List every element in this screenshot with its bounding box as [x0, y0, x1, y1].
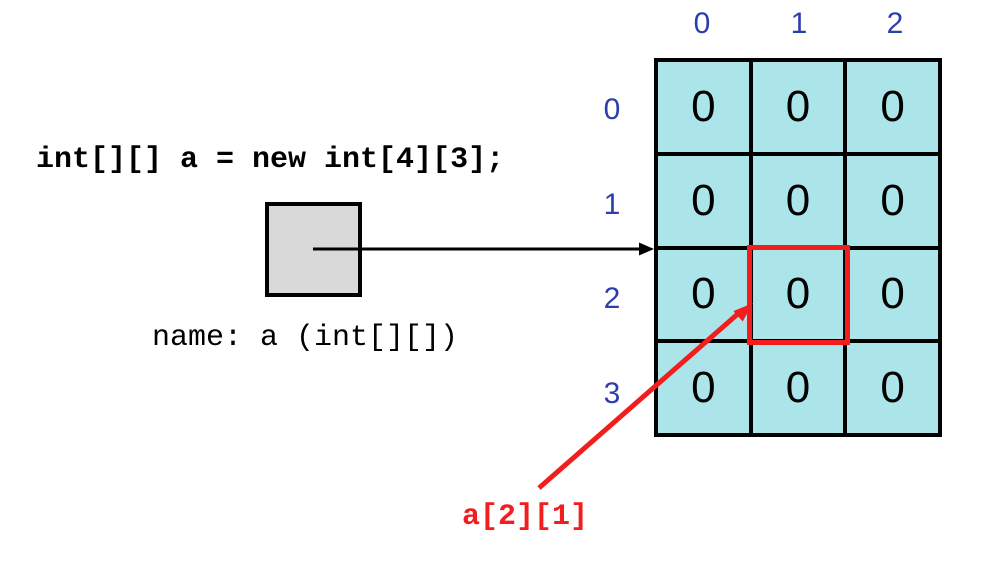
- row-index-label: 2: [603, 282, 621, 315]
- grid-cell-1-2: 0: [845, 153, 940, 248]
- declaration-code: int[][] a = new int[4][3];: [36, 143, 505, 177]
- row-index-label: 1: [603, 188, 621, 221]
- highlighted-cell-label: a[2][1]: [462, 500, 589, 534]
- reference-name-label: name: a (int[][]): [152, 321, 459, 355]
- grid-cell-2-2: 0: [845, 247, 940, 342]
- grid-cell-0-0: 0: [656, 60, 751, 154]
- reference-variable-box: [265, 202, 362, 297]
- row-index-label: 3: [603, 377, 621, 410]
- grid-cell-3-1: 0: [750, 341, 846, 435]
- grid-cell-0-2: 0: [845, 60, 940, 154]
- grid-cell-3-0: 0: [656, 341, 751, 435]
- grid-cell-1-1: 0: [750, 153, 846, 248]
- column-index-label: 2: [886, 7, 904, 40]
- grid-cell-1-0: 0: [656, 153, 751, 248]
- column-index-label: 0: [693, 7, 711, 40]
- reference-arrow-head-icon: [639, 242, 654, 256]
- row-index-label: 0: [603, 93, 621, 126]
- highlighted-cell-outline: [747, 245, 850, 345]
- grid-cell-0-1: 0: [750, 60, 846, 154]
- column-index-label: 1: [790, 7, 808, 40]
- grid-cell-3-2: 0: [845, 341, 940, 435]
- grid-cell-2-0: 0: [656, 247, 751, 342]
- grid-cell-2-1: 0: [750, 247, 846, 342]
